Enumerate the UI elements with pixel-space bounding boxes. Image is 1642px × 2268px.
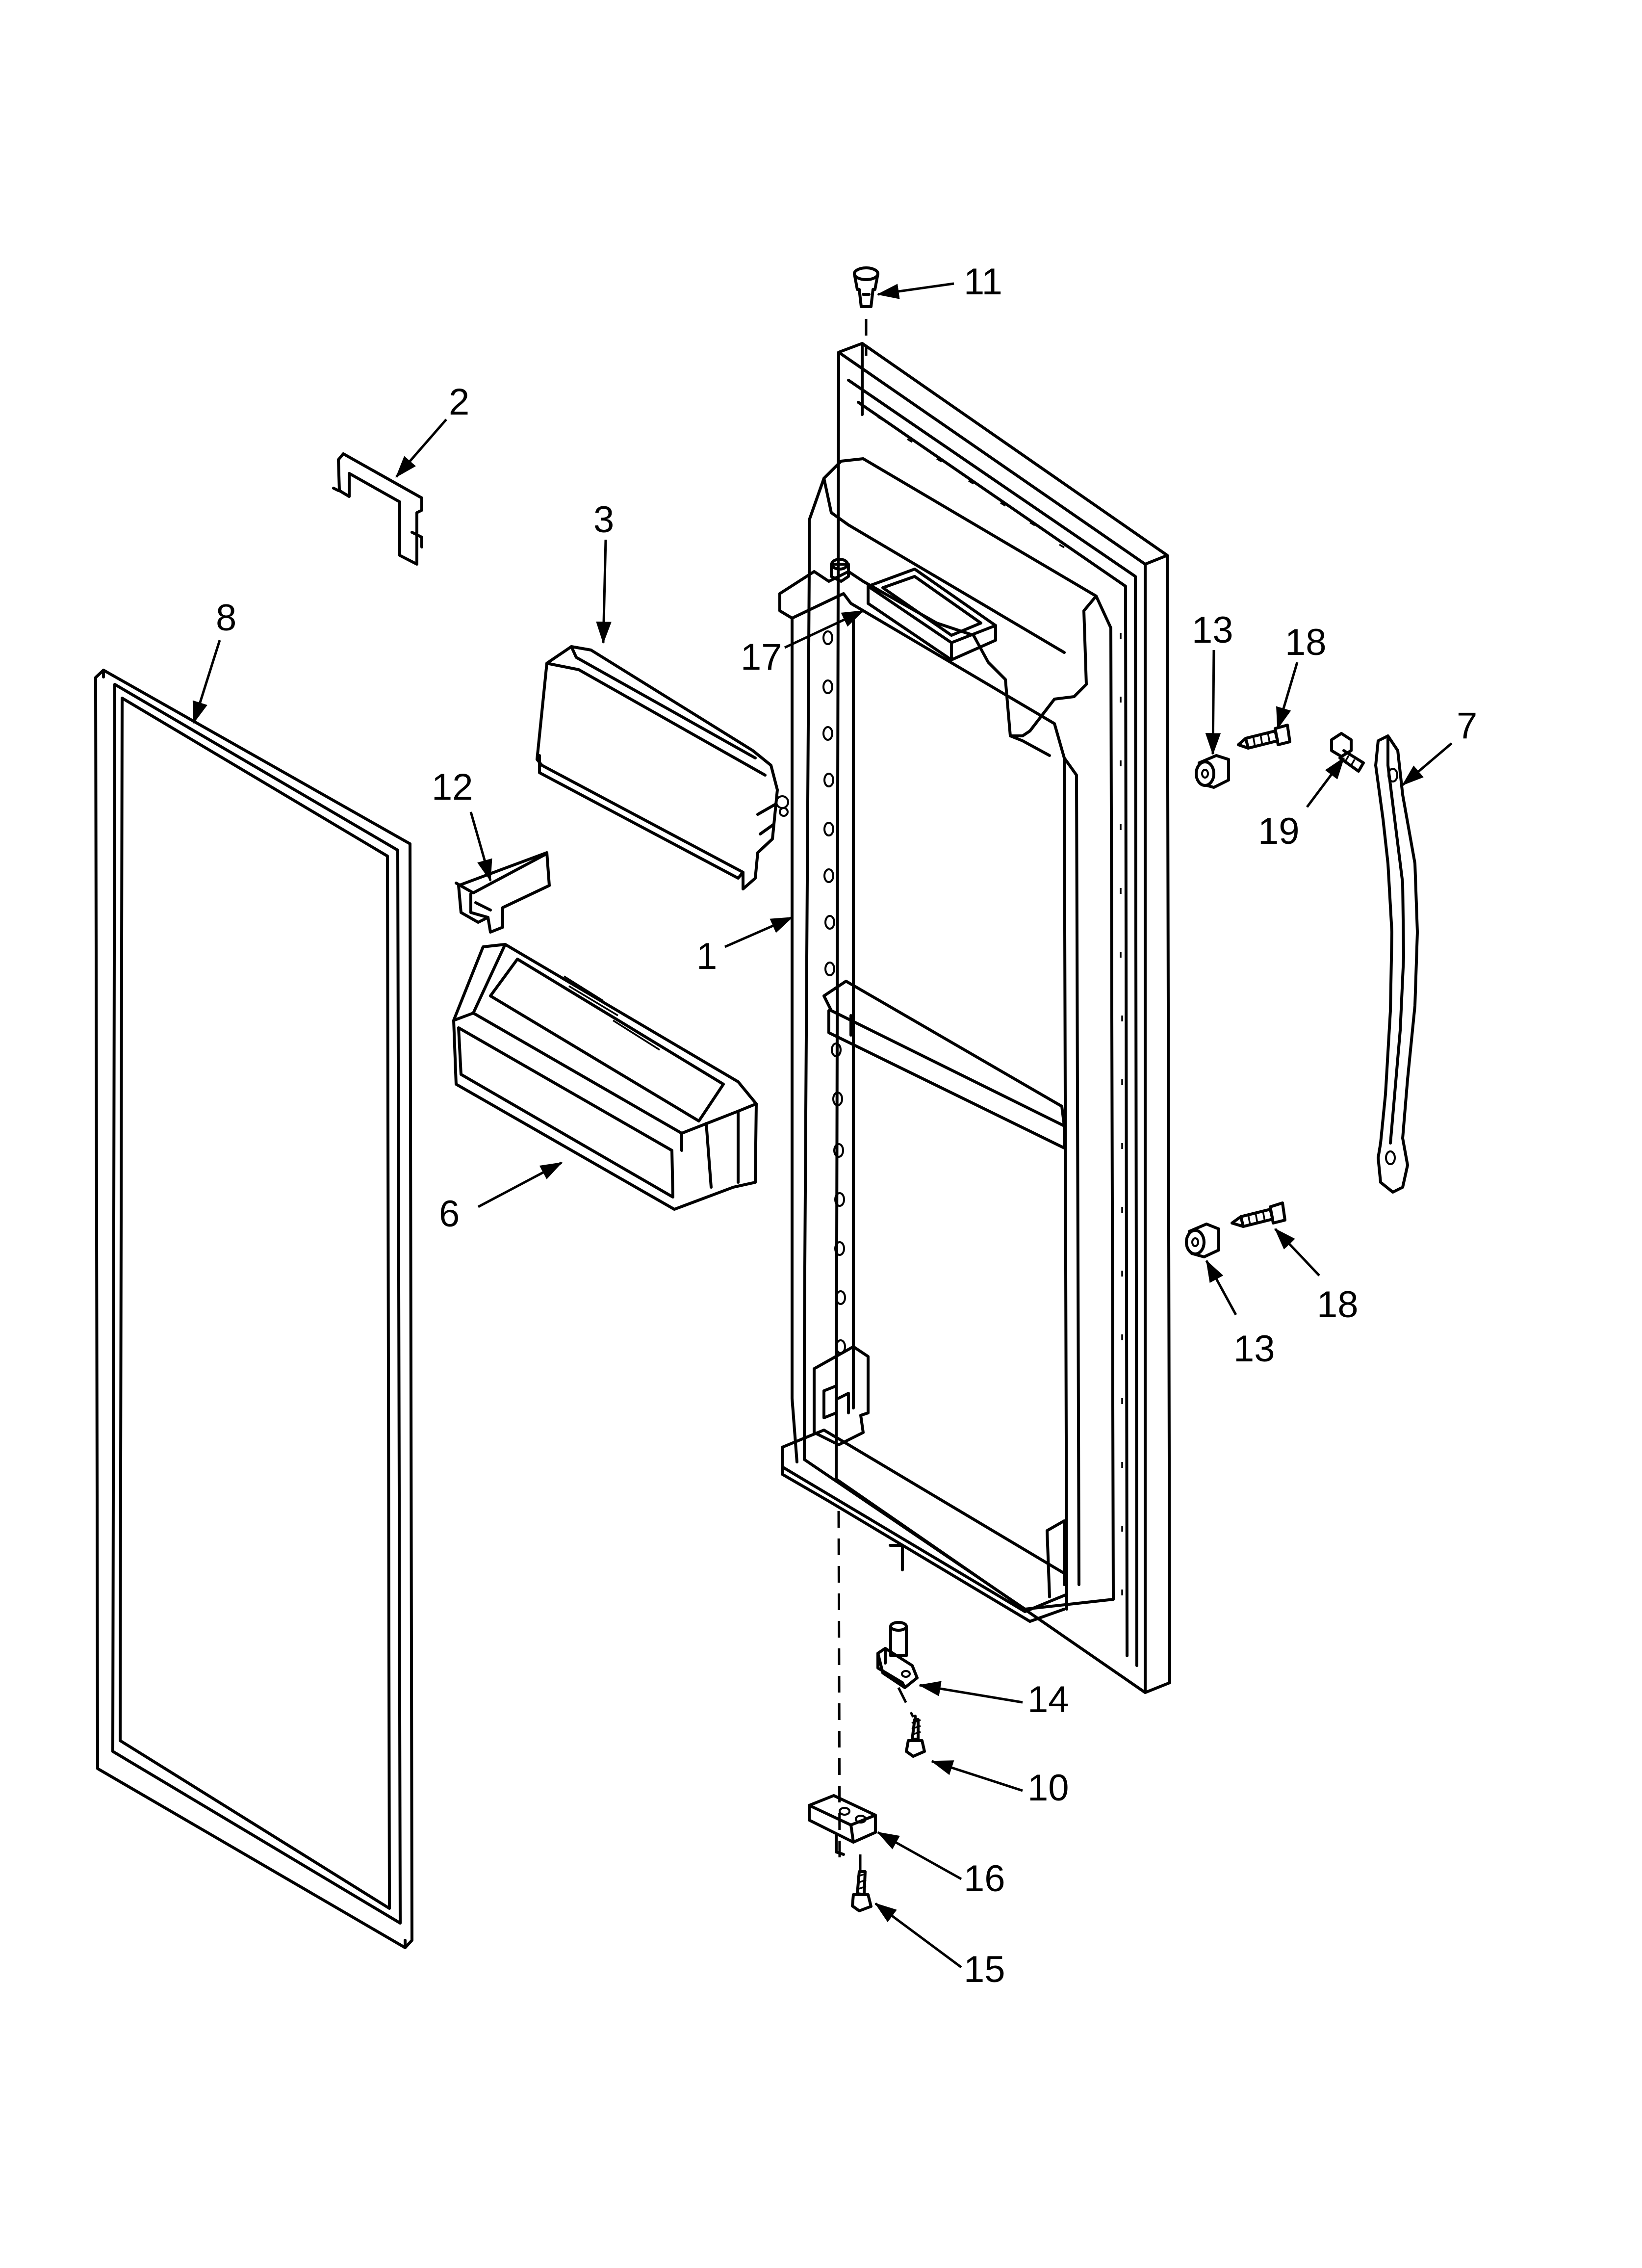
callout-11: 11	[964, 261, 1002, 303]
callout-14: 14	[1027, 1679, 1069, 1721]
assembly-lines	[837, 319, 915, 1872]
door-edge-dimples	[877, 416, 1123, 1595]
hinge-pin	[876, 1621, 919, 1689]
clip-part	[332, 452, 423, 566]
handle-spacer-lower	[1185, 1223, 1220, 1258]
hinge-bracket	[808, 1794, 877, 1856]
callout-10: 10	[1027, 1767, 1069, 1809]
upper-bin-cover	[536, 645, 789, 890]
rail-holes	[822, 630, 846, 1354]
callout-2: 2	[449, 381, 469, 423]
callout-1: 1	[696, 936, 717, 977]
small-tray	[867, 568, 997, 661]
callout-13-lower: 13	[1233, 1328, 1275, 1370]
callout-8: 8	[216, 597, 236, 639]
callout-12: 12	[432, 766, 473, 808]
door-gasket	[94, 669, 413, 1949]
callout-18-upper: 18	[1285, 622, 1327, 663]
lower-door-bin	[452, 943, 758, 1211]
handle-spacer-upper	[1195, 754, 1230, 789]
handle-screw-19	[1330, 732, 1365, 773]
callout-15: 15	[964, 1949, 1005, 1990]
callout-19: 19	[1258, 810, 1300, 852]
callout-16: 16	[964, 1858, 1005, 1900]
handle-screw-lower	[1231, 1201, 1286, 1228]
hinge-screw-10	[905, 1715, 926, 1758]
callout-labels: 11 2 3 8 17 13 18 7 19 12 1 6 18 13 14 1…	[216, 261, 1477, 1990]
handle-screw-upper	[1237, 724, 1291, 750]
callout-18-lower: 18	[1317, 1284, 1359, 1326]
callout-leaders	[192, 282, 1453, 1969]
plug-part	[853, 266, 879, 308]
door-liner	[778, 342, 1171, 1694]
callout-3: 3	[593, 499, 614, 541]
callout-17: 17	[741, 636, 782, 678]
callout-13-upper: 13	[1192, 609, 1233, 651]
callout-7: 7	[1457, 705, 1477, 747]
bin-bracket	[455, 851, 551, 934]
door-handle	[1374, 734, 1419, 1194]
hinge-screw-15	[851, 1870, 872, 1912]
callout-6: 6	[439, 1193, 460, 1235]
